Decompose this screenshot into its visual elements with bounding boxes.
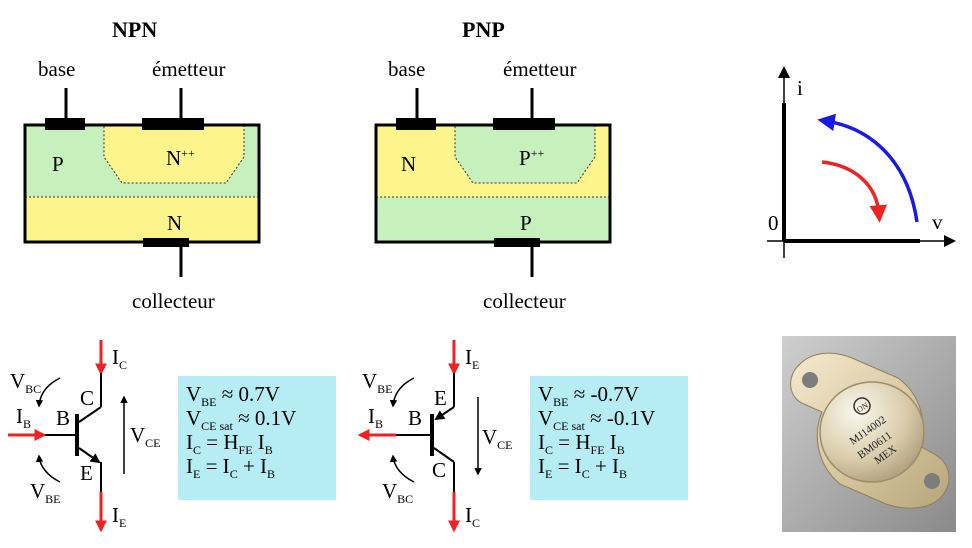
npn-collector-label: collecteur [132, 289, 215, 313]
npn-eq-ie: IE = IC + IB [186, 454, 276, 482]
transistor-photo: ON MJ14002 BM0611 MEX [782, 336, 956, 532]
pnp-vbc-label: VBC [382, 479, 414, 507]
pnp-ppp-letter: P [519, 146, 531, 170]
npn-npp-label: N++ [166, 146, 195, 170]
pnp-vbe-arc [389, 377, 415, 408]
pnp-vbc-arc [389, 454, 415, 483]
npn-pin-c: C [80, 386, 95, 410]
iv-graph [767, 66, 956, 258]
npn-p-label: P [52, 152, 64, 176]
graph-origin-label: 0 [768, 211, 779, 235]
pnp-emitter-contact [493, 118, 555, 130]
pnp-collector-contact [494, 238, 540, 247]
pnp-vce-label: VCE [482, 425, 513, 453]
graph-blue-arrow [817, 113, 919, 223]
pnp-ppp-sup: ++ [530, 146, 545, 160]
npn-npp-sup: ++ [181, 146, 195, 160]
npn-vbc-arc [35, 377, 61, 408]
npn-emitter-diag [78, 447, 101, 464]
photo-hole-bottom [924, 473, 940, 489]
graph-y-label: i [797, 76, 803, 100]
pnp-pin-b: B [408, 406, 423, 430]
pnp-ie-label: IE [465, 345, 480, 373]
npn-pin-b: B [56, 406, 71, 430]
pnp-collector-label: collecteur [483, 289, 566, 313]
pnp-ic-label: IC [465, 503, 481, 531]
pnp-eq-vbe: VBE ≈ -0.7V [538, 382, 639, 410]
pnp-pin-c: C [432, 458, 447, 482]
npn-collector-contact [143, 238, 189, 247]
npn-structure [23, 88, 261, 277]
pnp-base-label: base [388, 57, 426, 81]
npn-vbe-arc [35, 454, 61, 483]
pnp-p-region [376, 197, 610, 242]
pnp-title: PNP [462, 17, 505, 42]
pnp-ppp-label: P++ [519, 146, 545, 170]
graph-red-arrow [821, 160, 888, 223]
npn-emitter-label: émetteur [152, 57, 226, 81]
graph-x-label: v [932, 210, 943, 234]
pnp-eq-vcesat: VCE sat ≈ -0.1V [538, 406, 656, 434]
npn-vce-label: VCE [130, 423, 161, 451]
npn-n-label: N [167, 211, 183, 235]
pnp-equations-box: VBE ≈ -0.7V VCE sat ≈ -0.1V IC = HFE IB … [530, 376, 688, 500]
npn-base-contact [45, 118, 85, 130]
pnp-p-label: P [520, 211, 532, 235]
photo-can [819, 381, 925, 483]
npn-pin-e: E [80, 461, 93, 485]
pnp-emitter-label: émetteur [503, 57, 577, 81]
photo-hole-top [802, 372, 818, 388]
pnp-structure [374, 88, 612, 277]
npn-npp-letter: N [166, 146, 182, 170]
pnp-ib-label: IB [368, 404, 384, 432]
pnp-eq-ic: IC = HFE IB [538, 430, 625, 458]
npn-eq-ic: IC = HFE IB [186, 430, 273, 458]
npn-n-region [25, 197, 259, 242]
npn-vbe-label: VBE [30, 479, 61, 507]
npn-equations-box: VBE ≈ 0.7V VCE sat ≈ 0.1V IC = HFE IB IE… [178, 376, 336, 500]
npn-ie-label: IE [112, 503, 127, 531]
npn-eq-vcesat: VCE sat ≈ 0.1V [186, 406, 297, 434]
npn-ic-label: IC [112, 345, 128, 373]
pnp-pin-e: E [434, 386, 447, 410]
npn-ib-label: IB [16, 404, 32, 432]
pnp-n-label: N [401, 152, 417, 176]
pnp-symbol [357, 340, 482, 533]
npn-symbol [8, 340, 128, 533]
npn-vbc-label: VBC [10, 369, 42, 397]
pnp-emitter-diag [434, 406, 455, 421]
npn-emitter-contact [142, 118, 204, 130]
pnp-eq-ie: IE = IC + IB [538, 454, 628, 482]
npn-collector-diag [78, 406, 102, 423]
npn-base-label: base [38, 57, 76, 81]
pnp-base-contact [396, 118, 436, 130]
npn-eq-vbe: VBE ≈ 0.7V [186, 382, 280, 410]
pnp-vbe-label: VBE [362, 369, 393, 397]
photo-logo [853, 397, 871, 415]
npn-title: NPN [112, 17, 158, 42]
pnp-collector-diag [433, 447, 455, 463]
